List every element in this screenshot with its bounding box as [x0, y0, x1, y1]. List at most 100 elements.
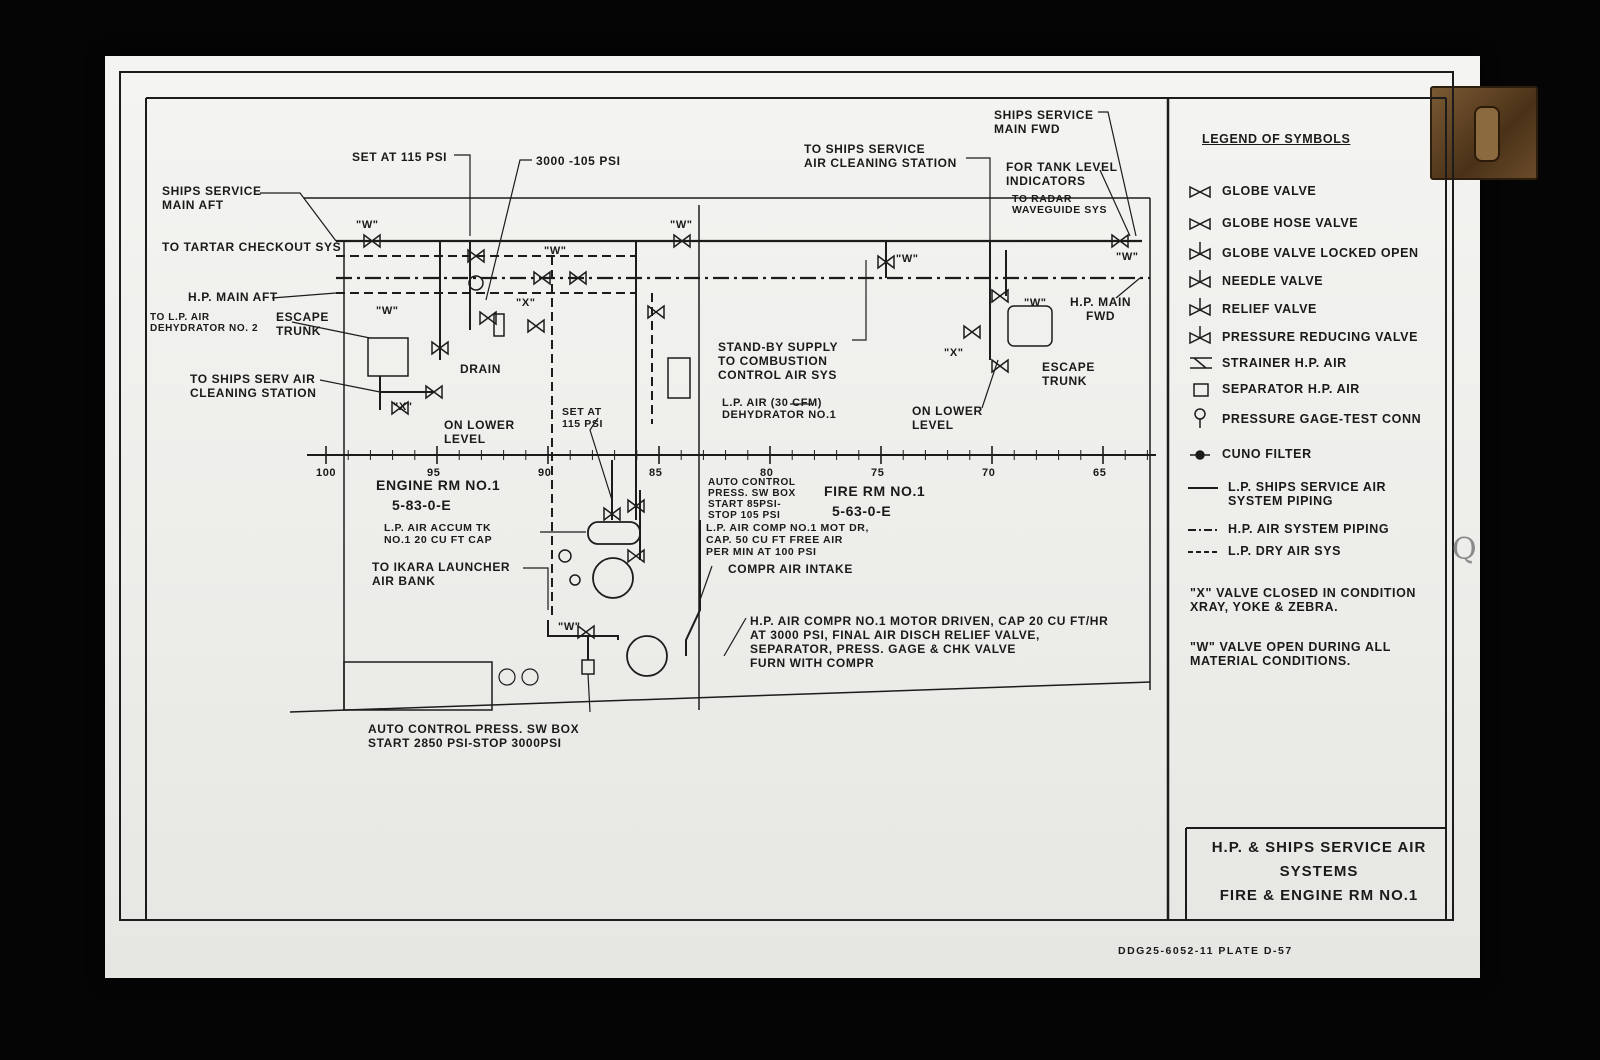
tag-x-1: "X"	[516, 297, 536, 309]
tag-w-2: "W"	[670, 219, 693, 231]
dehydrator-box	[667, 357, 691, 399]
legend-label-dry-line: L.P. DRY AIR SYS	[1228, 544, 1342, 558]
frame-number: 70	[982, 467, 996, 479]
label-auto-control-bottom: AUTO CONTROL PRESS. SW BOX START 2850 PS…	[368, 722, 580, 750]
pressure-gage-icon	[1194, 408, 1206, 420]
legend-label-globe-valve: GLOBE VALVE	[1222, 184, 1317, 198]
escape-trunk-aft	[367, 337, 409, 377]
valve-symbol	[963, 324, 981, 340]
tag-w-7: "W"	[1024, 297, 1047, 309]
label-stand-by-supply: STAND-BY SUPPLY TO COMBUSTION CONTROL AI…	[718, 340, 839, 382]
pressure-reducing-valve-icon	[1189, 331, 1211, 345]
legend-symbol-column	[1188, 185, 1218, 553]
frame-number: 75	[871, 467, 885, 479]
label-hp-main-aft: H.P. MAIN AFT	[188, 290, 278, 304]
valve-symbol	[1111, 233, 1129, 249]
valve-symbol	[527, 318, 545, 334]
valve-symbol	[603, 506, 621, 522]
tag-w-5: "W"	[1116, 251, 1139, 263]
label-drain: DRAIN	[460, 362, 501, 376]
keel-line	[289, 681, 1151, 713]
drawing-board	[105, 56, 1480, 978]
drawing-number: DDG25-6052-11 PLATE D-57	[1118, 945, 1293, 957]
tag-w-6: "W"	[376, 305, 399, 317]
globe-hose-valve-icon	[1189, 217, 1211, 231]
legend-note-w: "W" VALVE OPEN DURING ALL MATERIAL CONDI…	[1190, 640, 1391, 668]
label-to-ikara: TO IKARA LAUNCHER AIR BANK	[372, 560, 511, 588]
tag-w-8: "W"	[558, 621, 581, 633]
legend-label-hp-line: H.P. AIR SYSTEM PIPING	[1228, 522, 1390, 536]
label-ships-service-main-fwd: SHIPS SERVICE MAIN FWD	[994, 108, 1094, 136]
strainer-icon	[1190, 357, 1212, 369]
label-auto-control-press-sw: AUTO CONTROL PRESS. SW BOX START 85PSI- …	[708, 477, 796, 521]
brass-clip	[1430, 86, 1538, 180]
label-for-tank-level: FOR TANK LEVEL INDICATORS	[1006, 160, 1118, 188]
label-on-lower-level-aft: ON LOWER LEVEL	[444, 418, 515, 446]
hp-air-compressor	[626, 635, 668, 677]
label-to-radar: TO RADAR WAVEGUIDE SYS	[1012, 193, 1108, 216]
valve-symbol	[627, 548, 645, 564]
label-engine-rm-code: 5-83-0-E	[392, 497, 452, 513]
valve-symbol	[647, 304, 665, 320]
ikara-bottle-2	[521, 668, 539, 686]
legend-label-cuno-filter: CUNO FILTER	[1222, 447, 1312, 461]
legend-label-separator: SEPARATOR H.P. AIR	[1222, 382, 1360, 396]
label-to-ships-serv-air: TO SHIPS SERV AIR CLEANING STATION	[190, 372, 317, 400]
pressure-gage-lp-2	[569, 574, 581, 586]
valve-symbol	[991, 358, 1009, 374]
label-to-lp-air-dehydrator: TO L.P. AIR DEHYDRATOR NO. 2	[150, 312, 259, 334]
label-to-tartar: TO TARTAR CHECKOUT SYS	[162, 240, 342, 254]
label-3000-105: 3000 -105 PSI	[536, 154, 621, 168]
frame-number: 65	[1093, 467, 1107, 479]
leader-lines	[260, 111, 1141, 713]
valve-symbol	[533, 270, 551, 286]
valve-symbol	[479, 310, 497, 326]
tag-w-1: "W"	[356, 219, 379, 231]
title-line-2: SYSTEMS	[1279, 863, 1359, 880]
label-to-ships-service-air-cleaning: TO SHIPS SERVICE AIR CLEANING STATION	[804, 142, 957, 170]
legend-label-globe-valve-locked-open: GLOBE VALVE LOCKED OPEN	[1222, 246, 1419, 260]
lp-air-accumulator	[587, 521, 641, 545]
label-lp-air-dehydrator: L.P. AIR (30 CFM) DEHYDRATOR NO.1	[722, 397, 837, 421]
pressure-gage-main	[468, 275, 484, 291]
legend-label-strainer: STRAINER H.P. AIR	[1222, 356, 1347, 370]
label-engine-rm: ENGINE RM NO.1	[376, 477, 501, 493]
label-set-at-115-small: SET AT 115 PSI	[562, 406, 603, 430]
title-line-3: FIRE & ENGINE RM NO.1	[1219, 887, 1419, 904]
label-lp-air-accum: L.P. AIR ACCUM TK NO.1 20 CU FT CAP	[384, 522, 493, 546]
valve-symbol	[363, 233, 381, 249]
clip-slot	[1474, 106, 1500, 162]
legend-label-pressure-reducing-valve: PRESSURE REDUCING VALVE	[1222, 330, 1419, 344]
label-lp-air-comp: L.P. AIR COMP NO.1 MOT DR, CAP. 50 CU FT…	[706, 522, 870, 558]
legend-label-lp-line: L.P. SHIPS SERVICE AIR SYSTEM PIPING	[1228, 480, 1387, 508]
strainer-symbol	[493, 313, 505, 337]
tag-x-2: "X"	[944, 347, 964, 359]
label-escape-trunk-fwd: ESCAPE TRUNK	[1042, 360, 1095, 388]
legend-label-pressure-gage: PRESSURE GAGE-TEST CONN	[1222, 412, 1422, 426]
valve-symbol	[673, 233, 691, 249]
valve-symbol	[877, 254, 895, 270]
hp-discharge	[547, 620, 619, 640]
legend-title: LEGEND OF SYMBOLS	[1202, 132, 1351, 146]
valve-symbol	[577, 624, 595, 640]
auto-sw-box	[581, 659, 595, 675]
tag-w-3: "W"	[544, 245, 567, 257]
label-hp-air-compr: H.P. AIR COMPR NO.1 MOTOR DRIVEN, CAP 20…	[750, 614, 1109, 670]
valve-symbol	[991, 288, 1009, 304]
frame-number: 95	[427, 467, 441, 479]
frame-number: 80	[760, 467, 774, 479]
valve-symbol	[569, 270, 587, 286]
title-block: H.P. & SHIPS SERVICE AIR SYSTEMS FIRE & …	[1188, 830, 1450, 930]
pencil-mark: Q	[1452, 532, 1477, 567]
tank-box	[343, 661, 493, 711]
frame-number: 90	[538, 467, 552, 479]
valve-symbol	[627, 498, 645, 514]
outer-border	[119, 71, 1454, 921]
valve-symbols	[363, 233, 1129, 640]
label-ships-service-main-aft: SHIPS SERVICE MAIN AFT	[162, 184, 262, 212]
compr-intake	[685, 520, 701, 656]
valve-symbol	[467, 248, 485, 264]
valve-symbol	[391, 400, 409, 416]
label-fire-rm: FIRE RM NO.1	[824, 483, 926, 499]
